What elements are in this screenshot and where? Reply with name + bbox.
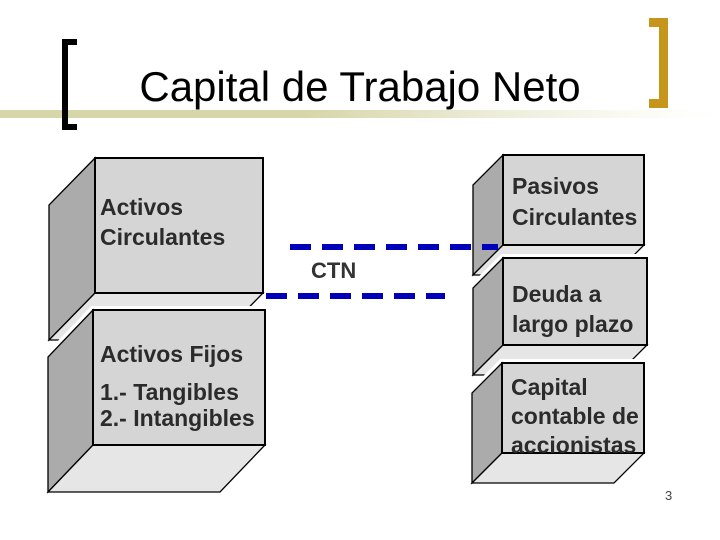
cube-face-front (502, 154, 645, 246)
left-bracket-decoration (62, 39, 77, 130)
label-line: 2.- Intangibles (100, 405, 255, 431)
cube-pasivos-circulantes (469, 151, 648, 279)
label-line: largo plazo (512, 311, 634, 337)
label-line: Capital (511, 374, 588, 400)
label-activos-fijos-items: 1.- Tangibles 2.- Intangibles (100, 379, 255, 431)
cube-activos-circulantes (45, 154, 267, 344)
cube-deuda-largo-plazo (469, 254, 651, 379)
label-pasivos-circulantes: Pasivos Circulantes (512, 171, 637, 233)
page-number: 3 (665, 488, 673, 503)
label-line: Pasivos (512, 173, 599, 199)
label-line: contable de (511, 403, 639, 429)
cube-face-front (92, 309, 266, 446)
cube-face-front (501, 362, 645, 454)
cube-activos-fijos (44, 306, 269, 496)
label-activos-fijos-heading: Activos Fijos (100, 339, 243, 369)
cube-face-front (502, 257, 648, 346)
label-capital-contable: Capital contable de accionistas (511, 373, 639, 460)
label-line: Deuda a (512, 281, 602, 307)
label-line: Circulantes (100, 224, 226, 250)
right-bracket-decoration (649, 18, 668, 108)
cube-capital-contable (468, 359, 648, 487)
label-deuda-largo-plazo: Deuda a largo plazo (512, 279, 633, 339)
ctn-label: CTN (311, 258, 357, 283)
label-line: 1.- Tangibles (100, 379, 239, 405)
label-line: Activos (100, 194, 184, 220)
label-line: accionistas (511, 432, 637, 458)
label-line: Activos Fijos (100, 341, 244, 367)
title-underline (0, 110, 720, 118)
label-activos-circulantes: Activos Circulantes (100, 192, 225, 252)
page-title: Capital de Trabajo Neto (139, 63, 581, 110)
label-line: Circulantes (512, 204, 638, 230)
cube-face-front (94, 157, 264, 294)
